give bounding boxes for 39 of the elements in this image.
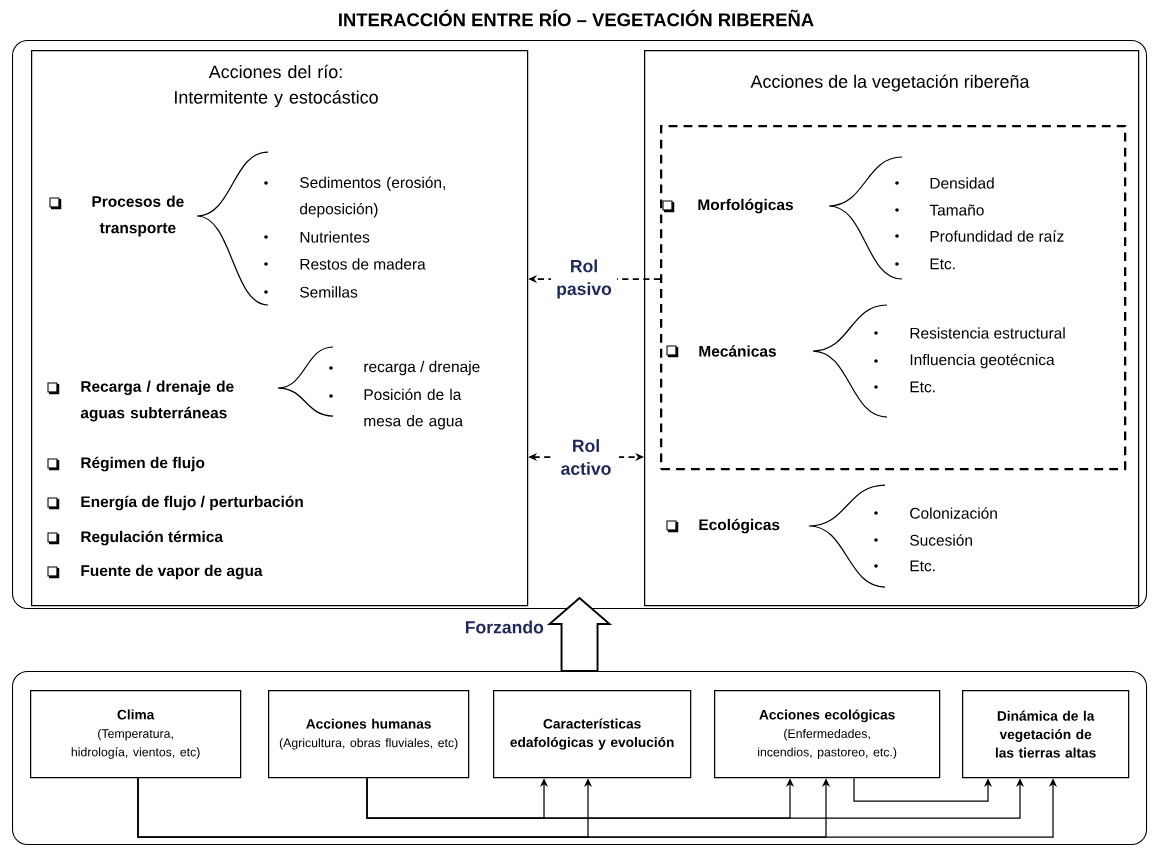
category-label: Fuente de vapor de agua [81,564,263,580]
edge-label: Rol activo [553,437,619,477]
group-frame [12,671,1148,846]
group-frame [12,40,1148,610]
bullet-item: recarga / drenaje [329,360,480,376]
bullet-item: Sucesión [874,534,972,546]
bullet-item: Profundidad de raíz [895,230,1064,242]
panel-heading: Acciones de la vegetación ribereña [750,74,1030,92]
category-label: Ecológicas [699,518,780,534]
bullet-item: Restos de madera [264,258,426,270]
block-arrow [546,596,613,672]
bullet-item: Etc. [874,560,935,572]
bullet-item: Densidad [895,177,994,189]
bullet-item: Resistencia estructural [874,327,1065,339]
bullet-item: Etc. [874,381,935,393]
bullet-item: Tamaño [895,204,984,216]
edge-label: Forzando [465,620,544,634]
panel-heading: Acciones del río: Intermitente y estocástico [175,64,378,108]
factor-box: Características edafológicas y evolución [493,690,692,779]
bullet-item: Nutrientes [264,231,370,243]
category-label: Energía de flujo / perturbación [81,495,303,511]
bullet-item: Sedimentos (erosión, deposición) [264,176,445,218]
bullet-item: Etc. [895,258,955,270]
category-label: Régimen de flujo [81,456,205,472]
title: INTERACCIÓN ENTRE RÍO – VEGETACIÓN RIBEREÑA [339,9,814,27]
bullet-item: Colonización [874,507,997,519]
category-label: Recarga / drenaje de aguas subterráneas [80,380,234,422]
factor-box: Acciones humanas (Agricultura, obras fluviales, etc) [268,690,470,779]
category-label: Mecánicas [699,345,776,357]
category-label: Procesos de transporte [92,195,184,237]
bullet-item: Influencia geotécnica [874,353,1055,369]
category-label: Morfológicas [698,198,793,214]
factor-box: Dinámica de la vegetación de las tierras altas [962,690,1130,779]
bullet-item: Posición de la mesa de agua [329,388,464,430]
bullet-item: Semillas [264,286,358,298]
factor-box: Acciones ecológicas (Enfermedades, incendios, pastoreo, etc.) [714,690,941,779]
edge-label: Rol pasivo [551,257,617,301]
category-label: Regulación térmica [81,530,224,546]
factor-box: Clima (Temperatura, hidrología, vientos, etc) [30,690,242,779]
